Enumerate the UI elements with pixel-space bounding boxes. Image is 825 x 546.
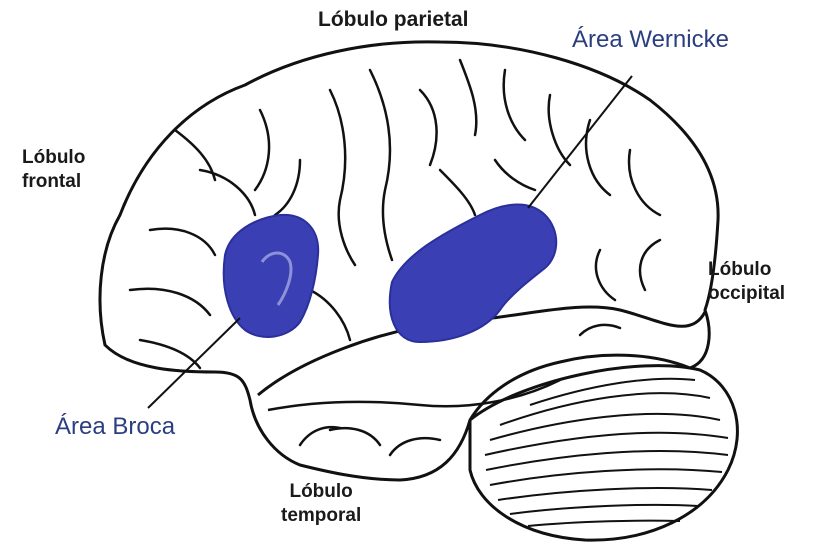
temporal-label-line-2: temporal [281, 504, 361, 528]
frontal-label-line-2: frontal [22, 170, 85, 194]
occipital-lobe-label: Lóbulo occipital [708, 258, 785, 306]
frontal-label-line-1: Lóbulo [22, 146, 85, 170]
broca-area-label: Área Broca [55, 412, 175, 442]
temporal-lobe-label: Lóbulo temporal [281, 480, 361, 528]
temporal-label-line-1: Lóbulo [281, 480, 361, 504]
parietal-lobe-label: Lóbulo parietal [318, 7, 469, 33]
wernicke-area-label: Área Wernicke [572, 25, 729, 55]
occipital-label-line-1: Lóbulo [708, 258, 785, 282]
occipital-label-line-2: occipital [708, 282, 785, 306]
cerebellum [470, 366, 737, 541]
frontal-lobe-label: Lóbulo frontal [22, 146, 85, 194]
